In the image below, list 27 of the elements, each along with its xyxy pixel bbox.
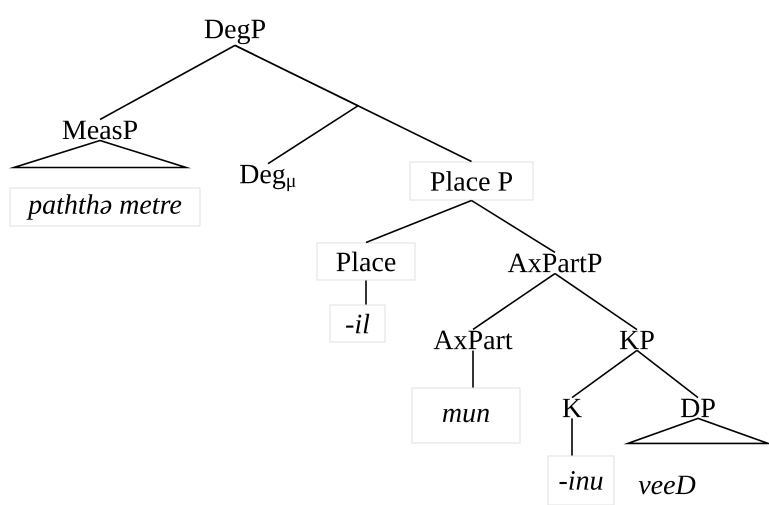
tree-node-box: -il (330, 304, 386, 342)
tree-branch (365, 280, 367, 304)
tree-node-label: DegP (204, 20, 265, 44)
tree-branch (100, 44, 236, 120)
tree-node-label: AxPartP (508, 254, 602, 272)
tree-branch (471, 200, 556, 254)
tree-node-box: paththə metre (10, 188, 200, 226)
tree-node-box: -inu (548, 456, 614, 505)
tree-branch (472, 272, 556, 330)
tree-branch (234, 44, 360, 164)
tree-branch (571, 418, 573, 456)
tree-node-label: AxPart (434, 330, 512, 350)
tree-branch (572, 350, 638, 398)
tree-node-label: KP (620, 330, 654, 350)
tree-node-label: veeD (638, 476, 696, 494)
tree-node-label: DP (680, 398, 715, 418)
tree-branch (366, 200, 472, 244)
tree-node-label: K (562, 398, 582, 418)
tree-node-box: Place P (410, 162, 534, 200)
tree-node-box: Place (316, 242, 416, 280)
tree-node-label: Deg$_{μ}$ (240, 164, 296, 192)
tree-branch (636, 350, 698, 398)
tree-branch (554, 272, 638, 330)
tree-branch (472, 350, 474, 388)
triangle-roof (623, 418, 769, 444)
tree-node-label: MeasP (62, 120, 137, 140)
tree-node-box: mun (412, 388, 520, 444)
